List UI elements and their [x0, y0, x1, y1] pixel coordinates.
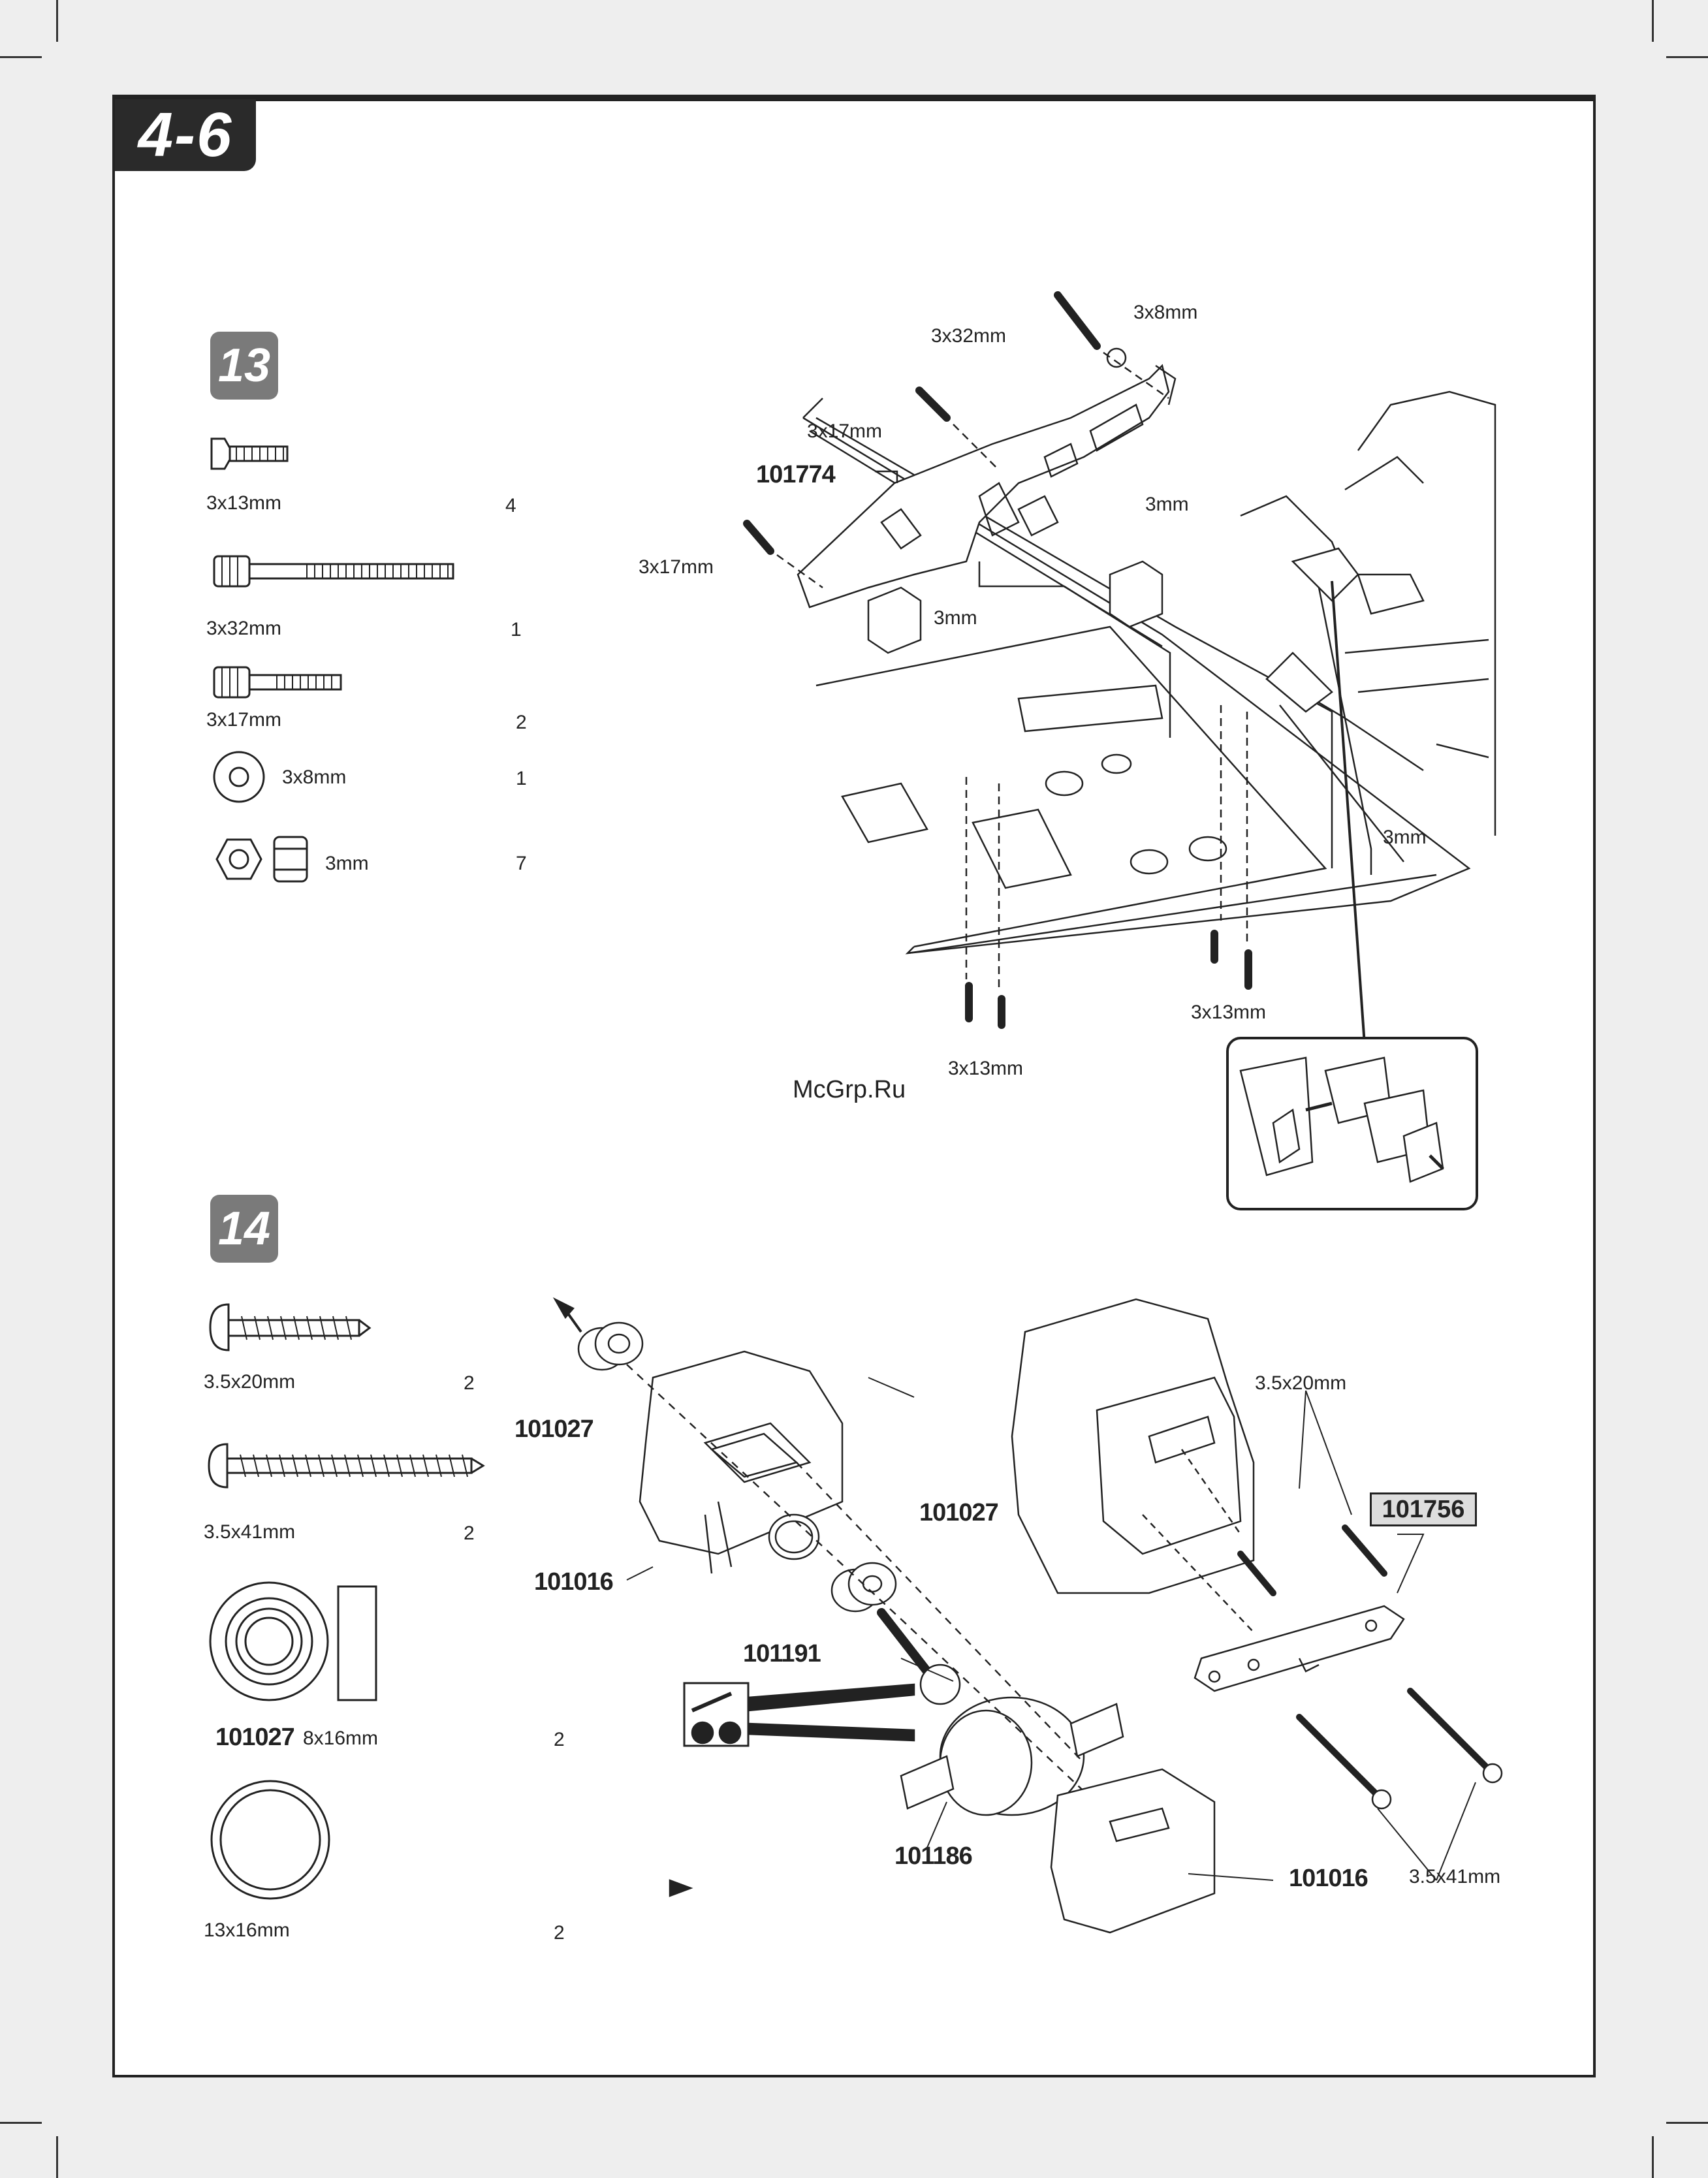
diagram-label: 3mm	[934, 607, 977, 629]
diagram-label: 3x17mm	[639, 556, 714, 578]
diagram-label: 3mm	[1145, 494, 1189, 516]
step-14-badge: 14	[210, 1195, 278, 1263]
part-number-label: 101016	[1289, 1865, 1368, 1893]
detail-inset	[1227, 1038, 1477, 1209]
part-qty: 2	[554, 1922, 565, 1944]
part-label: 3.5x20mm	[204, 1371, 295, 1393]
diagram-label: 3x13mm	[948, 1058, 1023, 1080]
diagram-label: 3x32mm	[931, 325, 1006, 347]
part-label: 13x16mm	[204, 1919, 290, 1942]
diagram-label: 3x13mm	[1191, 1002, 1266, 1024]
chassis-assembly-drawing	[747, 295, 1495, 1045]
part-number-box: 101756	[1370, 1492, 1477, 1526]
part-label: 3mm	[325, 853, 369, 875]
part-number-label: 101027	[514, 1415, 593, 1444]
part-qty: 2	[554, 1729, 565, 1751]
part-number-label: 101191	[743, 1640, 821, 1668]
part-label: 3x13mm	[206, 492, 281, 514]
diagram-label: 3.5x41mm	[1409, 1866, 1500, 1888]
part-label: 3x32mm	[206, 618, 281, 640]
self-tapping-screw-long-icon	[209, 1444, 483, 1487]
part-label: 3x17mm	[206, 709, 281, 731]
part-qty: 1	[511, 619, 522, 641]
socket-screw-short-icon	[214, 667, 341, 697]
part-qty: 2	[464, 1523, 475, 1545]
part-number-label: 101027	[215, 1724, 294, 1752]
part-qty: 2	[516, 712, 527, 734]
part-number-label: 101774	[756, 461, 835, 489]
part-qty: 2	[464, 1372, 475, 1395]
diagram-label: 3mm	[1383, 827, 1427, 849]
part-label: 3.5x41mm	[204, 1521, 295, 1543]
part-number-label: 101016	[534, 1568, 613, 1596]
watermark: McGrp.Ru	[793, 1076, 906, 1104]
o-ring-icon	[212, 1781, 329, 1899]
socket-screw-long-icon	[214, 556, 453, 586]
part-number-label: 101027	[919, 1499, 998, 1527]
flat-head-screw-icon	[212, 439, 287, 469]
nut-icon	[217, 837, 307, 881]
self-tapping-screw-short-icon	[210, 1304, 370, 1350]
washer-icon	[214, 752, 264, 802]
part-label: 8x16mm	[303, 1728, 378, 1750]
part-number-label: 101186	[894, 1842, 972, 1870]
part-qty: 7	[516, 853, 527, 875]
differential-exploded-drawing	[555, 1299, 1502, 1933]
diagram-label: 3.5x20mm	[1255, 1372, 1346, 1395]
ball-bearing-icon	[210, 1583, 376, 1700]
part-label: 3x8mm	[282, 766, 346, 789]
diagram-label: 3x8mm	[1133, 302, 1197, 324]
part-qty: 4	[505, 495, 516, 517]
part-qty: 1	[516, 768, 527, 790]
diagram-label: 3x17mm	[807, 420, 882, 443]
